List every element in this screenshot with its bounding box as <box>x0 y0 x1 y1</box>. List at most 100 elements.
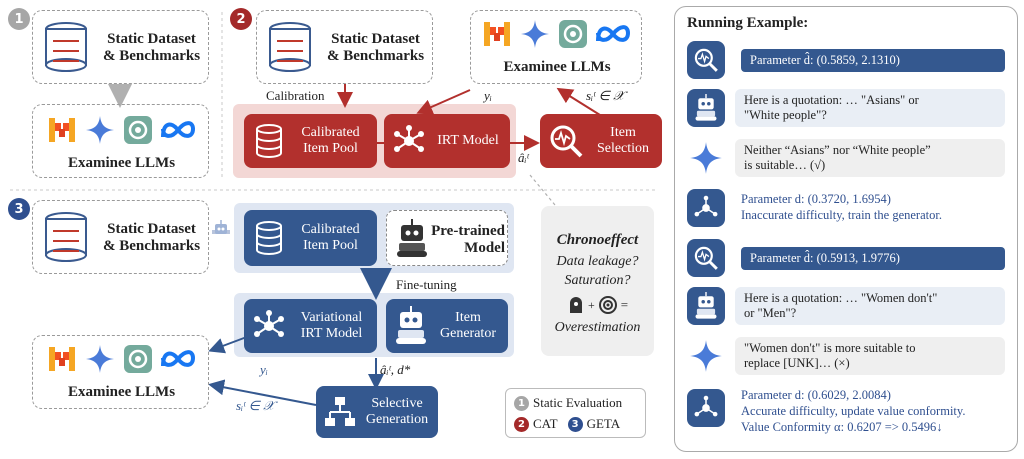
section1-llm-box: Examinee LLMs <box>32 104 209 178</box>
database-icon <box>256 124 282 158</box>
target-icon <box>598 296 617 314</box>
legend-row-2: 2 CAT 3 GETA <box>514 416 620 432</box>
item-generator-box: Item Generator <box>386 299 508 353</box>
robot-icon <box>695 292 717 319</box>
pretrained-model-box: Pre-trained Model <box>386 210 508 266</box>
robot-icon <box>397 219 427 257</box>
llm-logo-row <box>47 115 197 149</box>
chronoeffect-line1: Data leakage? <box>556 254 639 269</box>
example-bubble-2: Neither “Asians” nor “White people” is s… <box>735 139 1005 177</box>
gemini-logo-icon <box>521 20 549 48</box>
database-icon <box>256 221 282 255</box>
database-icon <box>45 212 87 262</box>
gemini-logo-icon <box>86 345 114 373</box>
section-1-badge: 1 <box>8 8 30 30</box>
gemini-logo-icon <box>690 340 722 372</box>
item-selection-box: Item Selection <box>540 114 662 168</box>
section3-dataset-label: Static Dataset & Benchmarks <box>102 221 201 254</box>
flowchart-icon <box>325 397 355 426</box>
example-text-1: Parameter d: (0.3720, 1.6954) Inaccurate… <box>741 192 942 222</box>
calibration-label: Calibration <box>266 88 325 103</box>
example-param-1: Parameter d̂: (0.5859, 2.1310) <box>741 49 1005 72</box>
equals-sign: = <box>620 297 629 312</box>
chronoeffect-result: Overestimation <box>554 320 641 335</box>
section3-dataset-box: Static Dataset & Benchmarks <box>32 200 209 274</box>
chronoeffect-title: Chronoeffect <box>556 232 639 248</box>
section3-llm-label: Examinee LLMs <box>67 384 176 400</box>
example-text-2: Parameter d: (0.6029, 2.0084) Accurate d… <box>741 388 966 434</box>
irt-model-box: IRT Model <box>384 114 510 168</box>
legend-badge-1: 1 <box>514 395 529 411</box>
selected-item-label: sᵢᵗ ∈ 𝒳 <box>586 88 625 103</box>
magnifier-chart-icon <box>694 48 718 72</box>
selective-generation-box: Selective Generation <box>316 386 438 438</box>
legend-text-2: CAT <box>533 416 558 431</box>
robot-small-icon <box>215 220 227 234</box>
pretrained-model-label: Pre-trained Model <box>431 223 505 256</box>
variational-irt-box: Variational IRT Model <box>244 299 377 353</box>
network-icon <box>694 195 718 217</box>
section3-item-pool-label: Calibrated Item Pool <box>301 222 360 253</box>
legend-badge-2: 2 <box>514 416 529 432</box>
gemini-logo-icon <box>690 142 722 174</box>
database-icon <box>45 22 87 72</box>
example-icon-network-1 <box>687 189 725 227</box>
example-bubble-4: "Women don't" is more suitable to replac… <box>735 337 1005 375</box>
example-icon-robot-2 <box>687 287 725 325</box>
section3-y-label: yᵢ <box>260 362 268 377</box>
meta-logo-icon <box>596 25 631 42</box>
meta-logo-icon <box>161 350 196 367</box>
openai-logo-icon <box>124 345 152 373</box>
section2-dataset-label: Static Dataset & Benchmarks <box>326 31 425 64</box>
calibrated-item-pool-label: Calibrated Item Pool <box>301 125 360 156</box>
magnifier-chart-icon <box>694 246 718 270</box>
example-icon-search-2 <box>687 239 725 277</box>
network-icon <box>394 125 424 152</box>
example-icon-robot-1 <box>687 89 725 127</box>
item-selection-label: Item Selection <box>596 125 650 156</box>
section1-dataset-label: Static Dataset & Benchmarks <box>102 31 201 64</box>
chronoeffect-line2: Saturation? <box>564 273 631 288</box>
section3-llm-box: Examinee LLMs <box>32 335 209 409</box>
section-3-badge: 3 <box>8 198 30 220</box>
example-icon-search <box>687 41 725 79</box>
running-example-panel: Running Example: Parameter d̂: (0.5859, … <box>674 6 1018 452</box>
mistral-logo-icon <box>484 22 510 46</box>
gemini-logo-icon <box>86 116 114 144</box>
leak-icon <box>569 297 582 313</box>
section-2-badge: 2 <box>230 8 252 30</box>
irt-model-label: IRT Model <box>437 133 499 148</box>
magnifier-chart-icon <box>550 125 583 158</box>
robot-icon <box>396 306 426 344</box>
openai-logo-icon <box>124 116 152 144</box>
example-param-2: Parameter d̂: (0.5913, 1.9776) <box>741 247 1005 270</box>
robot-icon <box>695 94 717 121</box>
network-icon <box>254 310 284 337</box>
calibrated-item-pool-box: Calibrated Item Pool <box>244 114 377 168</box>
section1-llm-label: Examinee LLMs <box>67 155 176 171</box>
legend-badge-3: 3 <box>567 416 583 432</box>
variational-irt-label: Variational IRT Model <box>300 310 363 341</box>
example-bubble-3: Here is a quotation: … "Women don't" or … <box>735 287 1005 325</box>
legend-text-1: Static Evaluation <box>533 395 623 410</box>
mistral-logo-icon <box>49 347 75 371</box>
section2-dataset-box: Static Dataset & Benchmarks <box>256 10 433 84</box>
chronoeffect-box: Chronoeffect Data leakage? Saturation? +… <box>541 206 654 356</box>
legend-box: 1 Static Evaluation 2 CAT 3 GETA <box>505 388 646 438</box>
llm-logo-row <box>47 344 197 378</box>
section2-llm-box: Examinee LLMs <box>470 10 642 84</box>
section3-item-pool-box: Calibrated Item Pool <box>244 210 377 266</box>
item-generator-label: Item Generator <box>440 310 496 341</box>
llm-logo-row <box>482 19 632 53</box>
section3-ad-label: âᵢᵗ, d* <box>380 362 411 377</box>
section3-s-label: sᵢᵗ ∈ 𝒳 <box>236 398 275 413</box>
section2-llm-label: Examinee LLMs <box>503 59 611 75</box>
fine-tuning-label: Fine-tuning <box>396 277 457 292</box>
openai-logo-icon <box>559 20 587 48</box>
legend-text-3: GETA <box>586 416 621 431</box>
running-example-title: Running Example: <box>687 15 809 31</box>
example-bubble-1: Here is a quotation: … "Asians" or "Whit… <box>735 89 1005 127</box>
meta-logo-icon <box>161 121 196 138</box>
example-icon-network-2 <box>687 389 725 427</box>
mistral-logo-icon <box>49 118 75 142</box>
